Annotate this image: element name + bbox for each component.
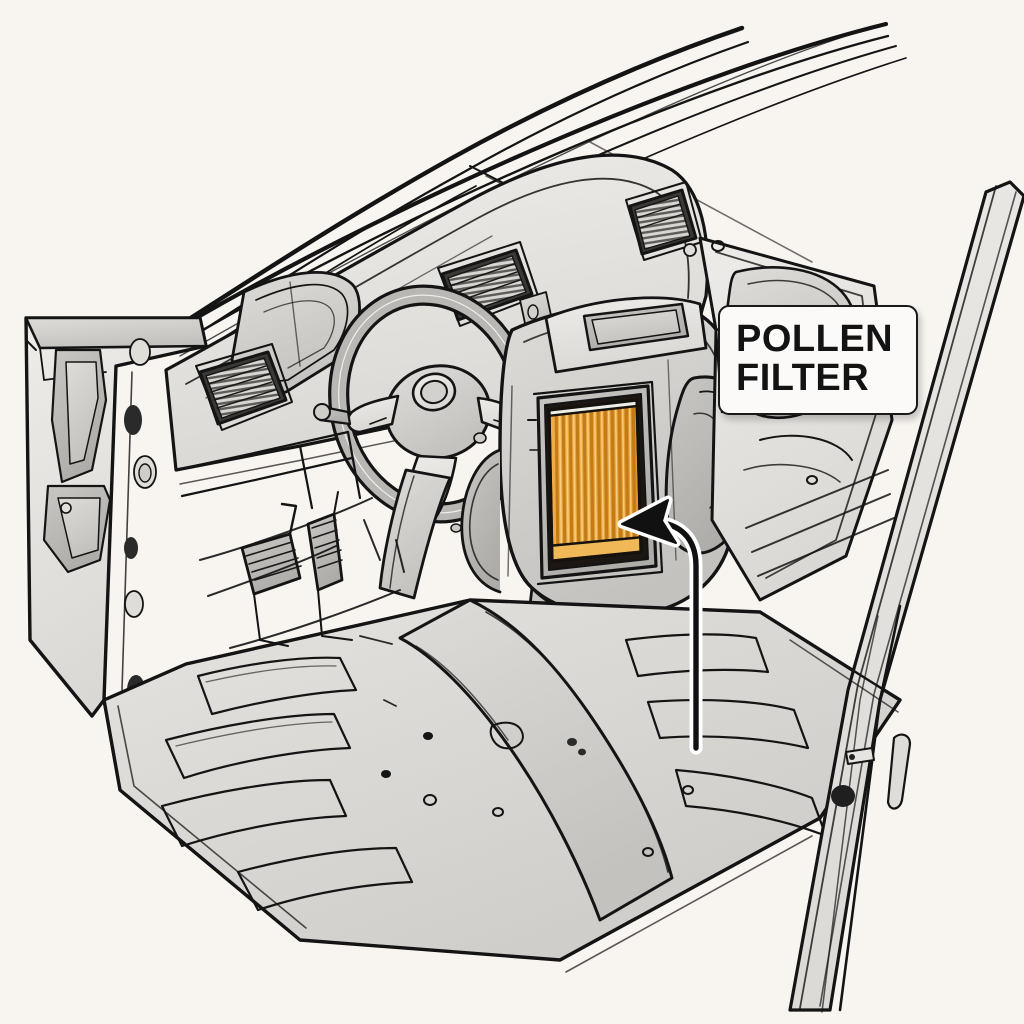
rear-floor-edges (558, 610, 902, 973)
callout-line-1: POLLEN (736, 318, 894, 361)
steering-column (313, 403, 452, 600)
air-vent-left (195, 343, 293, 431)
callout-line-2: FILTER (736, 357, 870, 399)
pollen-filter-callout: POLLEN FILTER (718, 305, 918, 415)
air-vent-right (625, 181, 703, 261)
footwell-contours (199, 497, 405, 649)
hinge-pillar-cutaway (24, 316, 208, 718)
door-sill (788, 180, 1024, 1013)
arrow-head (617, 495, 681, 548)
lower-dash-trim (174, 430, 362, 510)
